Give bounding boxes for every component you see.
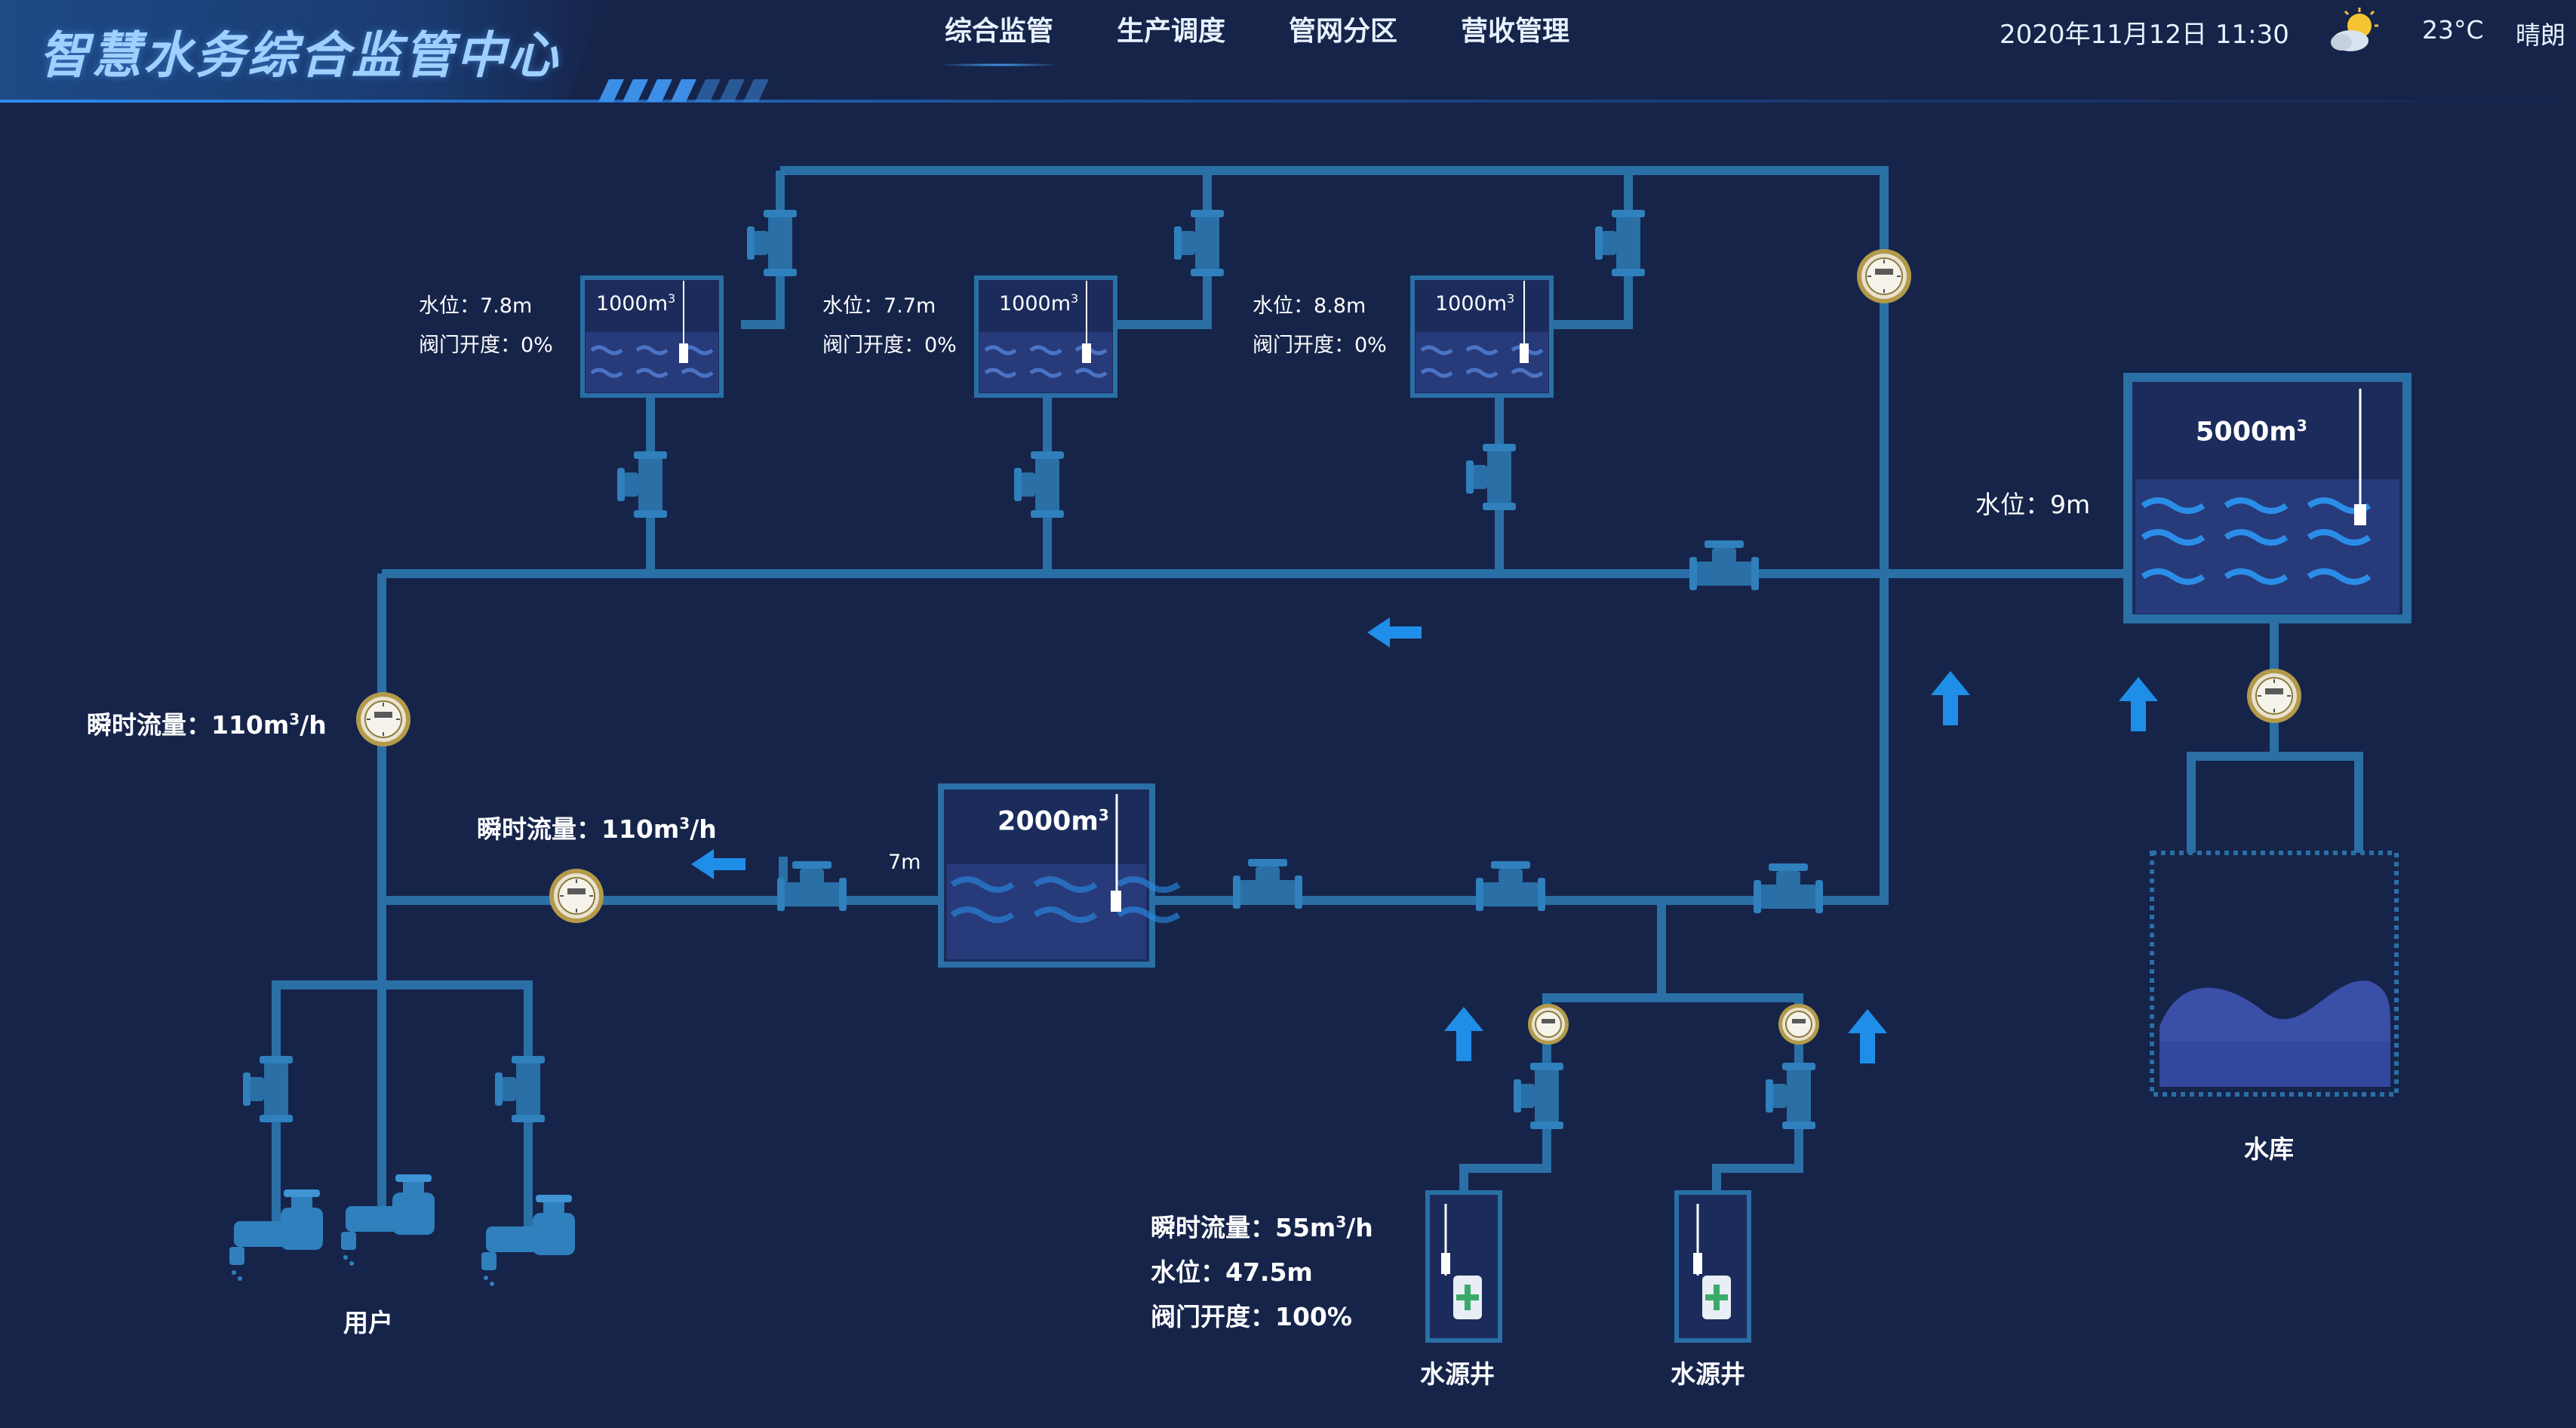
flow-meter-icon[interactable] xyxy=(549,868,604,924)
faucet-icon xyxy=(341,1174,435,1266)
valve-icon[interactable] xyxy=(1689,540,1759,590)
flow-arrow-left-icon xyxy=(1367,617,1422,648)
flow-meter-icon[interactable] xyxy=(1527,1003,1569,1045)
datetime-display: 2020年11月12日 11:30 xyxy=(2000,20,2289,50)
valve-icon[interactable] xyxy=(1595,210,1645,276)
reservoir[interactable] xyxy=(2150,851,2399,1097)
valve-icon[interactable] xyxy=(1014,451,1064,518)
flow-meter-icon[interactable] xyxy=(1778,1003,1820,1045)
valve-icon[interactable] xyxy=(1514,1063,1563,1129)
flow-arrow-up-icon xyxy=(1931,671,1970,725)
main-tank[interactable] xyxy=(2123,373,2412,623)
well-1[interactable] xyxy=(1425,1190,1502,1343)
flow-arrow-up-icon xyxy=(1848,1009,1887,1063)
nav-tab-overview[interactable]: 综合监管 xyxy=(913,9,1085,66)
tank-1-capacity: 1000m3 xyxy=(596,291,676,315)
well-valve-opening: 阀门开度：100% xyxy=(1151,1302,1352,1331)
well-2[interactable] xyxy=(1674,1190,1751,1343)
middle-tank[interactable] xyxy=(938,783,1179,968)
valve-icon[interactable] xyxy=(747,210,797,276)
flow-rate-middle: 瞬时流量：110m3/h xyxy=(477,814,717,844)
valve-icon[interactable] xyxy=(1766,1063,1815,1129)
main-tank-level: 水位：9m xyxy=(1975,490,2091,519)
tank-2-level: 水位：7.7m xyxy=(822,294,936,318)
valve-icon[interactable] xyxy=(495,1056,545,1122)
tank-3-valve-opening: 阀门开度：0% xyxy=(1253,334,1387,357)
flow-meter-icon[interactable] xyxy=(2246,668,2302,724)
title-plate xyxy=(0,0,604,102)
well-2-label: 水源井 xyxy=(1671,1359,1745,1389)
flow-arrow-up-icon xyxy=(2119,677,2158,731)
valve-icon[interactable] xyxy=(617,451,667,518)
main-tank-capacity: 5000m3 xyxy=(2196,417,2307,448)
nav-tab-revenue[interactable]: 营收管理 xyxy=(1461,16,1570,47)
valve-icon[interactable] xyxy=(1476,861,1545,911)
nav-tab-network[interactable]: 管网分区 xyxy=(1289,16,1398,47)
sun-cloud-icon xyxy=(2331,8,2378,51)
well-flow-rate: 瞬时流量：55m3/h xyxy=(1151,1213,1373,1242)
nav-tab-production[interactable]: 生产调度 xyxy=(1117,16,1226,47)
tank-1[interactable] xyxy=(580,275,724,398)
flow-arrow-up-icon xyxy=(1444,1007,1483,1061)
valve-icon[interactable] xyxy=(1466,444,1516,510)
tank-1-level: 水位：7.8m xyxy=(419,294,533,318)
well-1-label: 水源井 xyxy=(1420,1359,1495,1389)
valve-icon[interactable] xyxy=(1754,863,1823,913)
tank-3-capacity: 1000m3 xyxy=(1435,291,1515,315)
users-label: 用户 xyxy=(343,1308,393,1337)
header-bar: 智慧水务综合监管中心 综合监管 生产调度 管网分区 营收管理 2020年11月1… xyxy=(0,0,2576,106)
flow-rate-left: 瞬时流量：110m3/h xyxy=(87,710,327,740)
flow-arrow-left-icon xyxy=(691,849,745,879)
temperature-display: 23°C xyxy=(2422,15,2484,45)
tank-1-valve-opening: 阀门开度：0% xyxy=(419,334,553,357)
main-nav: 综合监管 生产调度 管网分区 营收管理 xyxy=(913,9,1601,66)
flow-meter-icon[interactable] xyxy=(355,691,411,747)
valve-icon[interactable] xyxy=(1233,859,1302,909)
flow-meter-icon[interactable] xyxy=(1856,248,1912,304)
tank-2-valve-opening: 阀门开度：0% xyxy=(822,334,957,357)
middle-tank-capacity: 2000m3 xyxy=(998,806,1109,837)
tank-3[interactable] xyxy=(1410,275,1554,398)
app-title: 智慧水务综合监管中心 xyxy=(39,26,560,85)
header-divider xyxy=(0,100,2576,103)
middle-tank-level: 7m xyxy=(888,851,921,874)
valve-icon[interactable] xyxy=(243,1056,293,1122)
reservoir-label: 水库 xyxy=(2244,1134,2294,1164)
tank-3-level: 水位：8.8m xyxy=(1253,294,1366,318)
valve-icon[interactable] xyxy=(1174,210,1224,276)
weather-text: 晴朗 xyxy=(2516,20,2565,50)
well-level: 水位：47.5m xyxy=(1151,1257,1313,1287)
tank-2[interactable] xyxy=(974,275,1117,398)
tank-2-capacity: 1000m3 xyxy=(999,291,1079,315)
